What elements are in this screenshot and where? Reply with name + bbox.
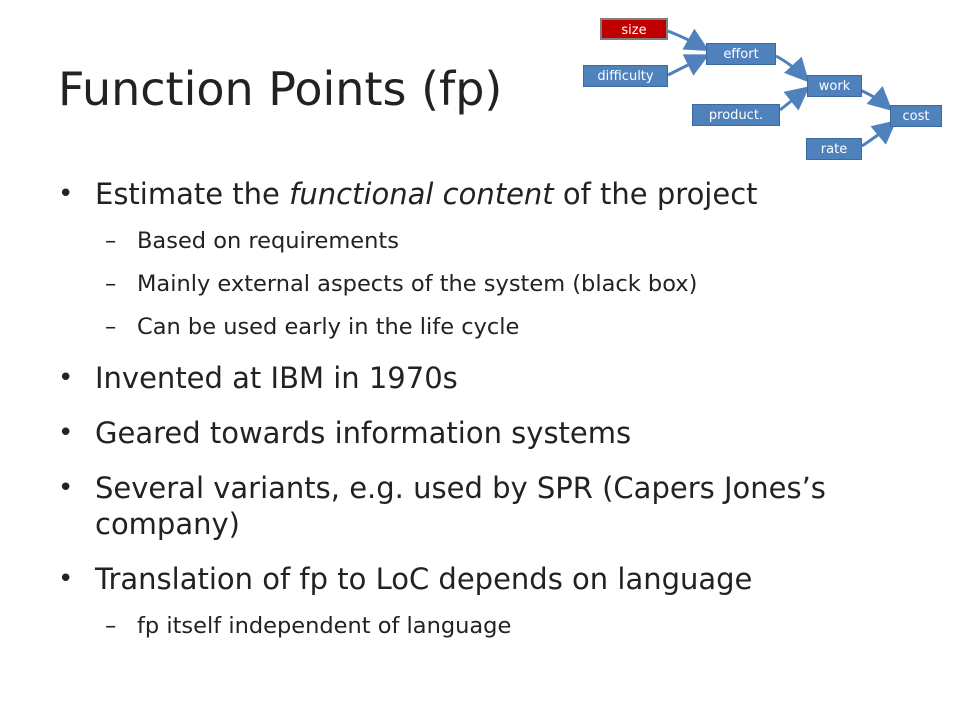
node-work: work [807, 75, 862, 97]
bullet-geared: •Geared towards information systems [58, 416, 632, 450]
sub-bullet-language-independent: –fp itself independent of language [105, 613, 512, 639]
bullet-invented: •Invented at IBM in 1970s [58, 361, 458, 395]
node-size: size [600, 18, 668, 40]
node-effort: effort [706, 43, 776, 65]
arrow-difficulty-effort [667, 54, 710, 77]
slide-body: •Estimate the functional content of the … [58, 176, 938, 640]
slide-title: Function Points (fp) [58, 62, 503, 116]
node-difficulty: difficulty [583, 65, 668, 87]
arrow-rate-cost [861, 120, 897, 148]
diagram-arrows [667, 28, 897, 148]
bullet-estimate: •Estimate the functional content of the … [58, 177, 758, 211]
cost-estimation-diagram: size effort difficulty work product. cos… [0, 0, 960, 180]
sub-bullet-external-aspects: –Mainly external aspects of the system (… [105, 271, 698, 297]
node-cost: cost [890, 105, 942, 127]
emphasis-text: functional content [289, 177, 554, 211]
arrow-productivity-work [779, 86, 810, 112]
bullet-variants: •Several variants, e.g. used by SPR (Cap… [58, 471, 826, 541]
sub-bullet-requirements: –Based on requirements [105, 228, 399, 254]
bullet-dot: • [58, 179, 74, 209]
sub-bullet-early-lifecycle: –Can be used early in the life cycle [105, 314, 520, 340]
arrow-size-effort [667, 28, 710, 51]
node-rate: rate [806, 138, 862, 160]
bullet-translation: •Translation of fp to LoC depends on lan… [58, 562, 753, 596]
arrow-effort-work [775, 54, 810, 83]
arrow-work-cost [859, 86, 893, 112]
node-productivity: product. [692, 104, 780, 126]
